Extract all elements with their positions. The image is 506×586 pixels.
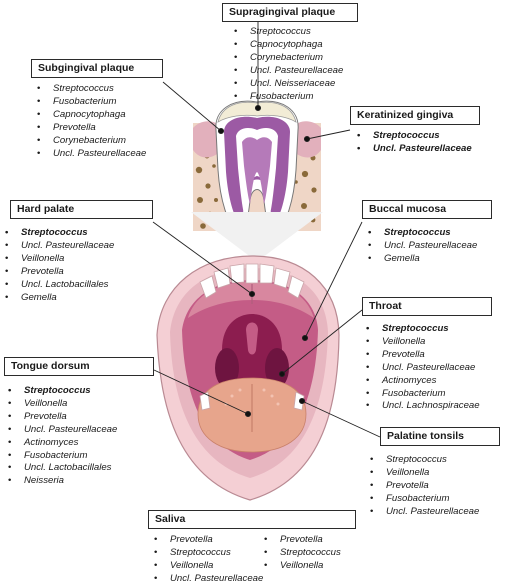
list-buccal-mucosa: StreptococcusUncl. PasteurellaceaeGemell… — [368, 227, 477, 266]
label-hard-palate: Hard palate — [10, 200, 153, 219]
taxon-item: Actinomyces — [8, 437, 117, 450]
taxon-item: Uncl. Lachnospiraceae — [366, 400, 480, 413]
list-hard-palate: StreptococcusUncl. PasteurellaceaeVeillo… — [5, 227, 114, 304]
taxon-item: Uncl. Pasteurellaceae — [234, 65, 343, 78]
taxon-item: Prevotella — [154, 534, 263, 547]
list-tongue-dorsum: StreptococcusVeillonellaPrevotellaUncl. … — [8, 385, 117, 488]
label-buccal-mucosa: Buccal mucosa — [362, 200, 492, 219]
list-subgingival-plaque: StreptococcusFusobacteriumCapnocytophaga… — [37, 83, 146, 160]
taxon-item: Streptococcus — [8, 385, 117, 398]
taxon-item: Uncl. Lactobacillales — [8, 462, 117, 475]
label-throat: Throat — [362, 297, 492, 316]
taxon-item: Uncl. Pasteurellaceae — [5, 240, 114, 253]
taxon-item: Corynebacterium — [37, 135, 146, 148]
taxon-item: Streptococcus — [264, 547, 341, 560]
list-saliva: PrevotellaStreptococcusVeillonellaUncl. … — [154, 534, 263, 586]
list-supragingival-plaque: StreptococcusCapnocytophagaCorynebacteri… — [234, 26, 343, 103]
list-throat: StreptococcusVeillonellaPrevotellaUncl. … — [366, 323, 480, 413]
taxon-item: Neisseria — [8, 475, 117, 488]
taxon-item: Uncl. Lactobacillales — [5, 279, 114, 292]
taxon-item: Veillonella — [5, 253, 114, 266]
taxon-item: Fusobacterium — [37, 96, 146, 109]
tooth-illustration — [193, 100, 321, 233]
label-palatine-tonsils: Palatine tonsils — [380, 427, 500, 446]
taxon-item: Uncl. Pasteurellaceae — [8, 424, 117, 437]
taxon-item: Fusobacterium — [366, 388, 480, 401]
list-keratinized-gingiva: StreptococcusUncl. Pasteurellaceae — [357, 130, 472, 156]
taxon-item: Uncl. Pasteurellaceae — [370, 506, 479, 519]
taxon-item: Streptococcus — [366, 323, 480, 336]
taxon-item: Streptococcus — [5, 227, 114, 240]
taxon-item: Streptococcus — [234, 26, 343, 39]
taxon-item: Gemella — [5, 292, 114, 305]
taxon-item: Prevotella — [370, 480, 479, 493]
taxon-item: Prevotella — [37, 122, 146, 135]
label-subgingival-plaque: Subgingival plaque — [31, 59, 163, 78]
taxon-item: Capnocytophaga — [234, 39, 343, 52]
taxon-item: Veillonella — [154, 560, 263, 573]
list-saliva-col2: PrevotellaStreptococcusVeillonella — [264, 534, 341, 573]
taxon-item: Uncl. Pasteurellaceae — [37, 148, 146, 161]
taxon-item: Gemella — [368, 253, 477, 266]
label-supragingival-plaque: Supragingival plaque — [222, 3, 358, 22]
mouth-illustration — [156, 255, 340, 501]
taxon-item: Uncl. Pasteurellaceae — [357, 143, 472, 156]
taxon-item: Veillonella — [264, 560, 341, 573]
taxon-item: Uncl. Neisseriaceae — [234, 78, 343, 91]
taxon-item: Prevotella — [366, 349, 480, 362]
taxon-item: Fusobacterium — [370, 493, 479, 506]
taxon-item: Prevotella — [264, 534, 341, 547]
taxon-item: Streptococcus — [368, 227, 477, 240]
taxon-item: Prevotella — [8, 411, 117, 424]
taxon-item: Streptococcus — [357, 130, 472, 143]
taxon-item: Streptococcus — [370, 454, 479, 467]
taxon-item: Corynebacterium — [234, 52, 343, 65]
taxon-item: Uncl. Pasteurellaceae — [154, 573, 263, 586]
taxon-item: Veillonella — [366, 336, 480, 349]
list-palatine-tonsils: StreptococcusVeillonellaPrevotellaFusoba… — [370, 454, 479, 519]
taxon-item: Veillonella — [370, 467, 479, 480]
taxon-item: Uncl. Pasteurellaceae — [366, 362, 480, 375]
taxon-item: Streptococcus — [154, 547, 263, 560]
taxon-item: Fusobacterium — [8, 450, 117, 463]
taxon-item: Streptococcus — [37, 83, 146, 96]
taxon-item: Prevotella — [5, 266, 114, 279]
taxon-item: Veillonella — [8, 398, 117, 411]
label-keratinized-gingiva: Keratinized gingiva — [350, 106, 480, 125]
label-saliva: Saliva — [148, 510, 356, 529]
taxon-item: Actinomyces — [366, 375, 480, 388]
taxon-item: Uncl. Pasteurellaceae — [368, 240, 477, 253]
taxon-item: Capnocytophaga — [37, 109, 146, 122]
label-tongue-dorsum: Tongue dorsum — [4, 357, 154, 376]
taxon-item: Fusobacterium — [234, 91, 343, 104]
leader-lines — [152, 22, 381, 438]
